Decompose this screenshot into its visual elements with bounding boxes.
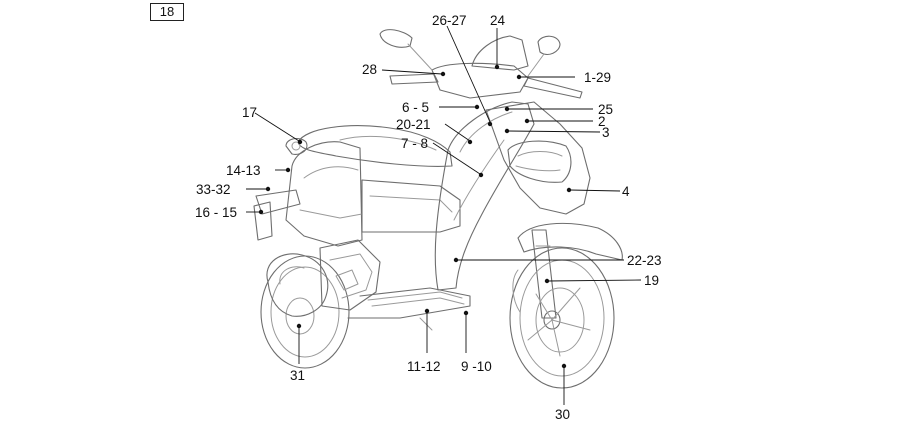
callout-6-5: 6 - 5 [402, 100, 429, 115]
callout-2: 2 [598, 114, 606, 129]
callout-labels: 26-27 24 28 1-29 6 - 5 25 20-21 2 17 3 7… [195, 13, 662, 422]
scooter-drawing [253, 29, 623, 389]
callout-9-10: 9 -10 [461, 359, 492, 374]
callout-28: 28 [362, 62, 377, 77]
callout-3: 3 [602, 125, 610, 140]
callout-11-12: 11-12 [407, 359, 441, 374]
callout-25: 25 [598, 102, 613, 117]
callout-16-15: 16 - 15 [195, 205, 237, 220]
callout-1-29: 1-29 [584, 70, 611, 85]
callout-22-23: 22-23 [627, 253, 662, 268]
callout-20-21: 20-21 [396, 117, 431, 132]
callout-7-8: 7 - 8 [401, 136, 428, 151]
callout-19: 19 [644, 273, 659, 288]
figure-number-box: 18 [150, 3, 184, 21]
callout-4: 4 [622, 184, 630, 199]
callout-14-13: 14-13 [226, 163, 261, 178]
callout-26-27: 26-27 [432, 13, 467, 28]
callout-31: 31 [290, 368, 305, 383]
callout-24: 24 [490, 13, 506, 28]
callout-30: 30 [555, 407, 570, 422]
callout-17: 17 [242, 105, 257, 120]
callout-33-32: 33-32 [196, 182, 231, 197]
leader-lines [246, 25, 642, 405]
leader-dots [258, 64, 572, 369]
